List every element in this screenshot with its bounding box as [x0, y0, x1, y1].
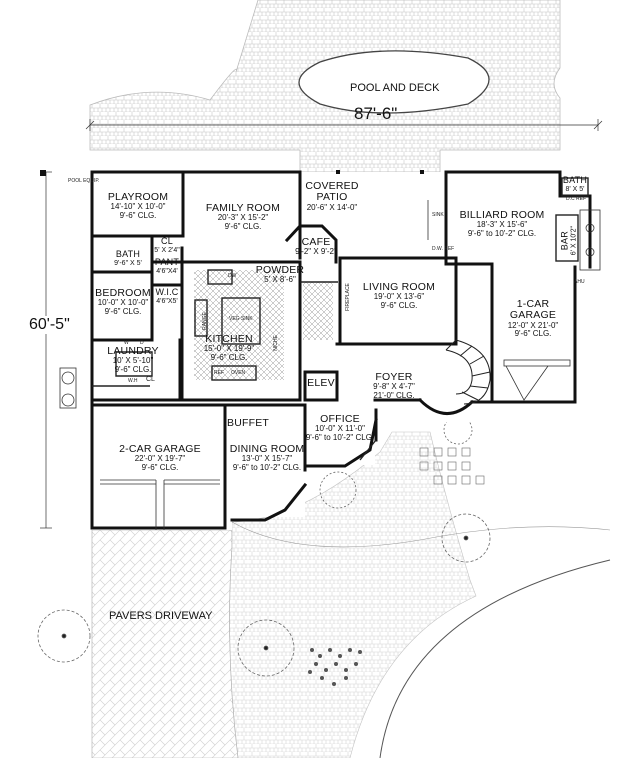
laundry-label: LAUNDRY 10' X 5'-10" 9'-6" CLG. [107, 345, 159, 374]
playroom-label: PLAYROOM 14'-10" X 10'-0" 9'-6" CLG. [107, 191, 169, 220]
covered-patio-label: COVERED PATIO 20'-6" X 14'-0" [305, 180, 359, 212]
bar-label: BAR 6' X 10'2" [559, 225, 578, 256]
one-car-garage-label: 1-CAR GARAGE 12'-0" X 21'-0" 9'-6" CLG. [507, 298, 559, 339]
garden-border [379, 559, 611, 758]
family-room-label: FAMILY ROOM 20'-3" X 15'-2" 9'-6" CLG. [205, 202, 281, 231]
pavers-driveway [91, 529, 239, 758]
elevator-label: ELEV [307, 377, 335, 389]
living-room-label: LIVING ROOM 19'-0" X 13'-6" 9'-6" CLG. [362, 281, 436, 310]
driveway-label: PAVERS DRIVEWAY [109, 610, 213, 622]
dishwasher-label: DW [228, 273, 237, 279]
office-label: OFFICE 10'-0" X 11'-0" 9'-6" to 10'-2" C… [305, 413, 375, 442]
two-car-garage-label: 2-CAR GARAGE 22'-0" X 19'-7" 9'-6" CLG. [119, 443, 201, 472]
pool-label: POOL AND DECK [350, 82, 440, 94]
cafe-label: CAFE 9'-2" X 9'-2" [295, 236, 337, 257]
garage-door [100, 359, 571, 530]
tree [37, 415, 491, 677]
closet-label: CL 5' X 2'4" [154, 236, 180, 254]
oven-label: OVEN [231, 370, 246, 376]
plant-cluster [308, 648, 362, 686]
buffet-label: BUFFET [226, 417, 270, 429]
billiard-room-label: BILLIARD ROOM 18'-3" X 15'-6" 9'-6" to 1… [459, 209, 545, 238]
bath-left-label: BATH 9'-6" X 5' [114, 249, 142, 267]
powder-label: POWDER 5' X 8'-6" [255, 264, 305, 285]
dining-room-label: DINING ROOM 13'-0" X 15'-7" 9'-6" to 10'… [229, 443, 305, 472]
ref-label: REF [214, 370, 224, 376]
dc-ref-label: D.C REF [566, 196, 586, 202]
laundry-closet-label: CL [146, 376, 155, 383]
paver-squares [419, 447, 485, 485]
width-dimension-line [85, 119, 603, 131]
depth-dimension-line [40, 171, 52, 529]
kitchen-label: KITCHEN 15'-0" X 19'-9" 9'-6" CLG. [203, 333, 255, 362]
range-label: RANGE [201, 312, 208, 330]
walls [90, 170, 592, 530]
overall-width-label: 87'-6" [354, 104, 398, 123]
wic-label: W.I.C 4'6"X5' [155, 287, 179, 305]
niche-label: NICHE [272, 335, 279, 351]
bedroom-label: BEDROOM 10'-0" X 10'-0" 9'-6" CLG. [95, 287, 151, 316]
foyer-label: FOYER 9'-8" X 4'-7" 21'-0" CLG. [373, 371, 415, 400]
water-heater-label: W.H [128, 378, 138, 384]
ahu-label: AHU [574, 279, 585, 285]
pool [298, 50, 490, 114]
dw-ref-label: D.W. REF [432, 246, 455, 252]
fireplace-label: FIREPLACE [344, 283, 351, 311]
patio-column [40, 170, 424, 176]
veg-sink-label: VEG SINK [229, 316, 253, 322]
sink-label: SINK [432, 212, 444, 218]
spiral-stair [445, 339, 491, 405]
dryer-label: D [140, 340, 144, 346]
pantry-label: PANT 4'6"X4' [154, 257, 180, 275]
overall-depth-label: 60'-5" [29, 316, 70, 334]
washer-label: W [124, 340, 129, 346]
kitchen-tile-floor [194, 270, 284, 380]
bath-right-label: BATH 8' X 5' [562, 175, 588, 193]
pool-equip-label: POOL EQUIP. [68, 178, 100, 184]
